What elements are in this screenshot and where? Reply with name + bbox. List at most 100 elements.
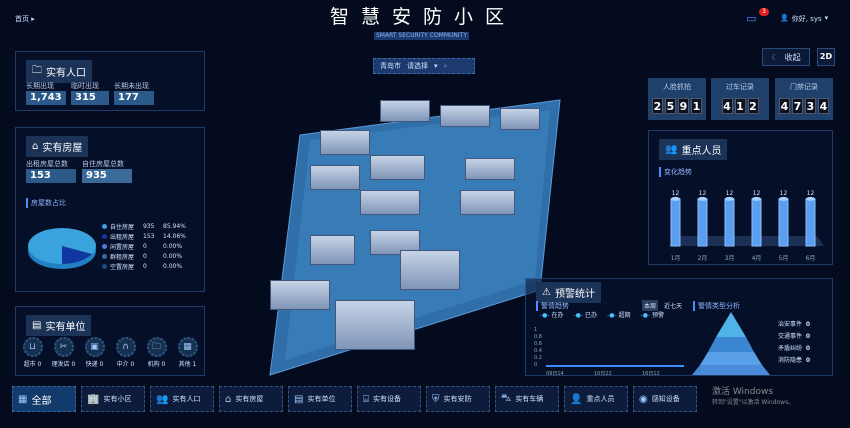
legend-name: 出租房屋	[110, 233, 135, 241]
building[interactable]	[440, 105, 490, 127]
building[interactable]	[370, 155, 425, 180]
y-tick-label: 0	[534, 362, 537, 368]
tab-week[interactable]: 本周	[642, 300, 659, 311]
key-person-icon: 👤	[570, 393, 583, 405]
nav-wifi-button[interactable]: ◉感知设备	[633, 386, 697, 412]
nav-house-button[interactable]: ⌂实有房屋	[219, 386, 283, 412]
building[interactable]	[320, 130, 370, 155]
unit-item[interactable]: ▣快递 0	[80, 337, 109, 368]
community-select[interactable]: 请选择	[407, 62, 428, 70]
building[interactable]	[400, 250, 460, 290]
search-label: 青岛市	[380, 62, 401, 70]
page-subtitle: SMART SECURITY COMMUNITY	[374, 32, 469, 40]
collapse-button[interactable]: ☾收起	[762, 48, 810, 66]
nav-office-button[interactable]: ▤实有单位	[288, 386, 352, 412]
x-tick-label: 2月	[698, 255, 708, 262]
tab-seven-days[interactable]: 近七天	[664, 303, 683, 310]
building[interactable]	[460, 190, 515, 215]
building[interactable]	[270, 280, 330, 310]
community-3d-map[interactable]	[240, 40, 620, 385]
building[interactable]	[335, 300, 415, 350]
building[interactable]	[310, 235, 355, 265]
user-menu[interactable]: 👤 你好, sys▾	[780, 14, 828, 24]
nav-label: 实有房屋	[235, 395, 264, 403]
nav-people-button[interactable]: 👥实有人口	[150, 386, 214, 412]
building[interactable]	[360, 190, 420, 215]
legend-item[interactable]: -●- 已办	[573, 312, 598, 319]
nav-key-person-button[interactable]: 👤重点人员	[564, 386, 628, 412]
page-title: 智慧安防小区	[330, 6, 517, 28]
bar-cap	[725, 196, 734, 201]
bar-cap	[698, 196, 707, 201]
building[interactable]	[500, 108, 540, 130]
unit-label: 理发店 0	[51, 361, 76, 368]
stat-label: 长期未出现	[114, 82, 149, 90]
bar	[778, 198, 789, 247]
people-icon: 👥	[665, 144, 678, 155]
nav-label: 重点人员	[586, 395, 615, 403]
unit-label: 其他 1	[178, 361, 197, 368]
label-value: 0	[805, 357, 811, 364]
unit-item[interactable]: 🗀机构 0	[142, 337, 171, 368]
bar	[751, 198, 762, 247]
notification-badge: 3	[759, 8, 769, 16]
bar	[697, 198, 708, 247]
view-2d-button[interactable]: 2D	[817, 48, 835, 66]
title-text: 实有房屋	[42, 143, 83, 154]
pyramid-label: 治安事件 0	[778, 319, 810, 331]
nav-shield-button[interactable]: ⛨实有安防	[426, 386, 490, 412]
pyramid-level	[708, 337, 754, 352]
notification-button[interactable]: ▭ 3	[746, 8, 772, 26]
building[interactable]	[310, 165, 360, 190]
ratio-subtitle: 房屋数占比	[26, 198, 66, 208]
pyramid-level	[700, 352, 762, 365]
legend-item[interactable]: -●- 在办	[540, 312, 564, 319]
building[interactable]	[380, 100, 430, 122]
building[interactable]	[465, 158, 515, 180]
bar-cap	[779, 196, 788, 201]
unit-item[interactable]: ⊔超市 0	[18, 337, 47, 368]
community-search[interactable]: 青岛市 请选择 ▾ ⌕	[373, 58, 475, 74]
x-tick-label: 10日22	[594, 371, 612, 377]
unit-item[interactable]: ▦其他 1	[173, 337, 202, 368]
unit-item[interactable]: ∩中介 0	[111, 337, 140, 368]
bar	[805, 198, 816, 247]
search-icon[interactable]: ⌕	[443, 61, 448, 70]
bar-label: 12	[726, 190, 734, 197]
legend-item[interactable]: -●- 预警	[640, 312, 665, 319]
bar-label: 12	[699, 190, 707, 197]
pyramid-level	[716, 312, 746, 337]
label-value: 0	[805, 321, 811, 328]
legend-pct: 0.00%	[163, 242, 183, 250]
nav-building-button[interactable]: 🏢实有小区	[81, 386, 145, 412]
home-link[interactable]: 首页 ▸	[15, 15, 35, 23]
stat-label: 过车记录	[726, 83, 754, 91]
car-icon: ⛍	[501, 392, 512, 404]
y-tick-label: 1	[534, 327, 537, 333]
nav-label: 实有设备	[373, 395, 401, 403]
people-icon: 👥	[156, 393, 169, 405]
alerts-legend: -●- 在办 -●- 已办 -●- 超期 -●- 预警	[540, 312, 664, 320]
unit-item[interactable]: ✂理发店 0	[49, 337, 78, 368]
flip-digit: 4	[779, 98, 790, 114]
alerts-title: ⚠预警统计	[536, 282, 601, 303]
stat-value: 1,743	[26, 91, 66, 105]
stat-label: 自住房屋总数	[82, 160, 124, 168]
stat-label: 出租房屋总数	[26, 160, 68, 168]
user-name: 你好, sys	[791, 15, 822, 23]
user-icon: 👤	[780, 14, 789, 22]
nav-device-button[interactable]: ⌸实有设备	[357, 386, 421, 412]
legend-item[interactable]: -●- 超期	[607, 312, 631, 319]
nav-grid-button[interactable]: ▦全部	[12, 386, 76, 412]
bar-cap	[752, 196, 761, 201]
stat-value: 153	[26, 169, 76, 183]
nav-car-button[interactable]: ⛍实有车辆	[495, 386, 559, 412]
